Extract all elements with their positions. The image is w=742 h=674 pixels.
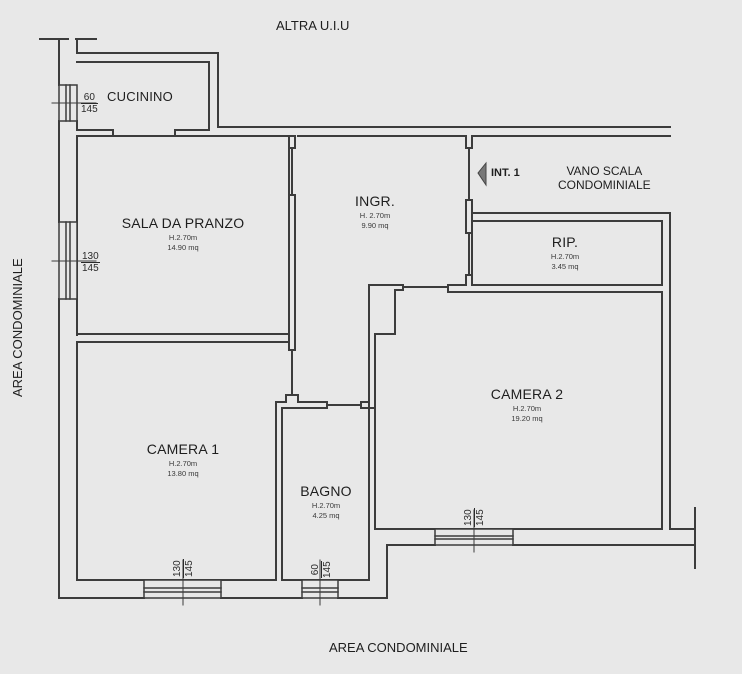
room-sala-da-pranzo: SALA DA PRANZO H.2.70m 14.90 mq: [122, 216, 245, 253]
room-bagno: BAGNO H.2.70m 4.25 mq: [300, 484, 352, 521]
window-height: 145: [475, 509, 486, 526]
room-area: 9.90 mq: [361, 221, 389, 230]
room-name: INGR.: [355, 193, 395, 209]
room-camera-1: CAMERA 1 H.2.70m 13.80 mq: [147, 442, 219, 479]
room-area: 14.90 mq: [167, 243, 199, 252]
room-name: SALA DA PRANZO: [121, 215, 245, 231]
room-name: CAMERA 2: [490, 386, 564, 402]
label-left-common-area: AREA CONDOMINIALE: [10, 258, 25, 397]
window-height: 145: [184, 560, 195, 577]
window-dim-camera2: 130 145: [463, 508, 486, 527]
window-height: 145: [82, 263, 99, 274]
window-height: 145: [322, 561, 333, 578]
stairwell-line2: CONDOMINIALE: [558, 178, 651, 192]
window-dim-sala: 130 145: [81, 251, 100, 274]
room-area: 19.20 mq: [511, 414, 543, 423]
window-width: 60: [310, 561, 322, 578]
window-height: 145: [81, 104, 98, 115]
window-width: 60: [81, 92, 98, 104]
windows: [51, 84, 514, 606]
room-area: 3.45 mq: [551, 262, 579, 271]
room-height: H.2.70m: [168, 233, 198, 242]
room-area: 13.80 mq: [167, 469, 199, 478]
room-area: 4.25 mq: [312, 511, 340, 520]
room-height: H.2.70m: [512, 404, 542, 413]
window-dim-cucinino: 60 145: [81, 92, 98, 115]
room-cucinino: CUCININO: [107, 90, 173, 103]
stairwell-line1: VANO SCALA: [566, 164, 643, 178]
room-name: BAGNO: [300, 483, 352, 499]
room-name: CUCININO: [107, 89, 173, 104]
exterior-walls: [39, 38, 696, 599]
room-ripostiglio: RIP. H.2.70m 3.45 mq: [551, 235, 579, 272]
window-width: 130: [463, 508, 475, 527]
entrance-arrow-icon: [477, 161, 487, 187]
room-height: H.2.70m: [311, 501, 341, 510]
room-camera-2: CAMERA 2 H.2.70m 19.20 mq: [491, 387, 563, 424]
label-stairwell: VANO SCALA CONDOMINIALE: [558, 164, 651, 192]
room-ingresso: INGR. H. 2.70m 9.90 mq: [355, 194, 395, 231]
room-name: CAMERA 1: [146, 441, 220, 457]
window-width: 130: [81, 251, 100, 263]
entrance-label: INT. 1: [491, 167, 520, 179]
label-top-neighbor: ALTRA U.I.U: [276, 18, 350, 33]
room-height: H.2.70m: [168, 459, 198, 468]
window-width: 130: [172, 559, 184, 578]
room-height: H.2.70m: [550, 252, 580, 261]
room-name: RIP.: [551, 234, 579, 250]
label-bottom-common-area: AREA CONDOMINIALE: [329, 640, 468, 655]
window-dim-camera1: 130 145: [172, 559, 195, 578]
room-height: H. 2.70m: [359, 211, 391, 220]
window-dim-bagno: 60 145: [310, 561, 333, 578]
